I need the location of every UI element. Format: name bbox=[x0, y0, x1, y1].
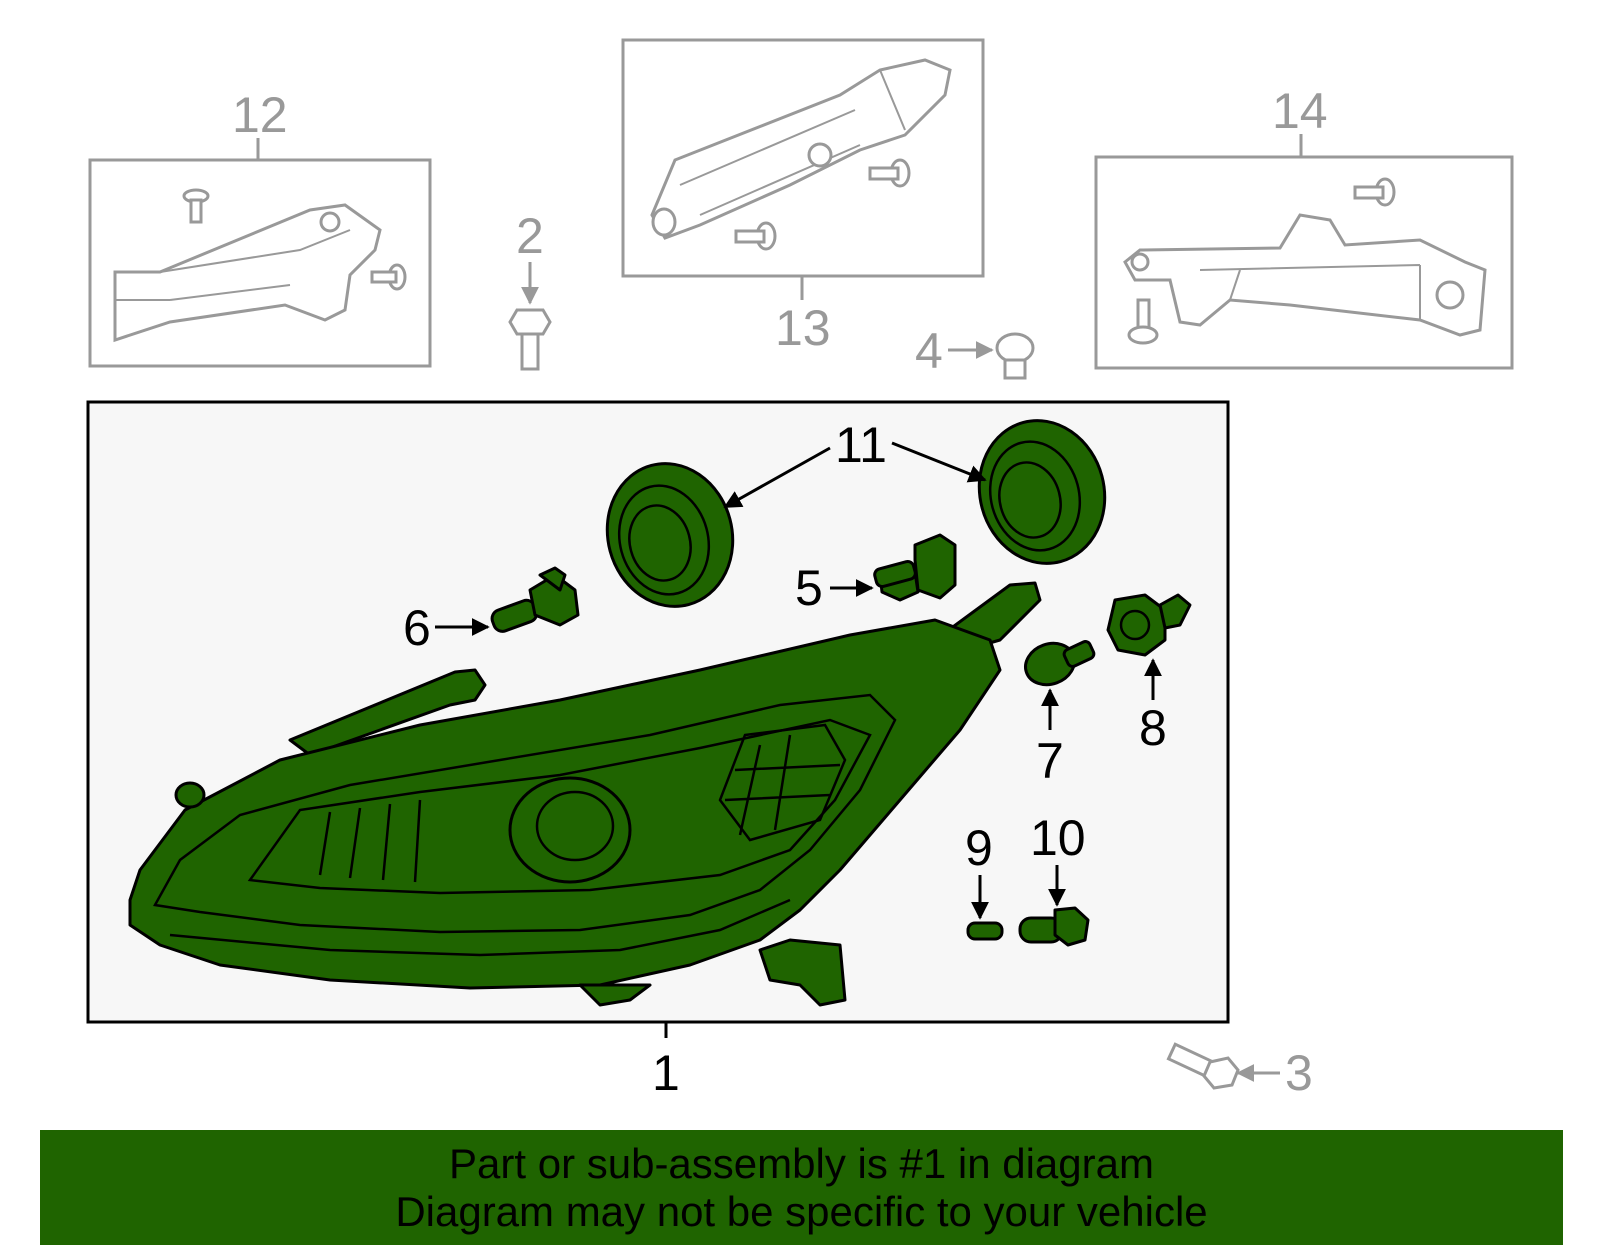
bolt-2-icon bbox=[508, 308, 552, 371]
screw-12a-icon bbox=[182, 188, 210, 224]
bulb-7-icon bbox=[1024, 640, 1096, 687]
projector-lens bbox=[508, 776, 632, 884]
callout-10-label: 10 bbox=[1030, 810, 1086, 866]
bracket-12-group: 12 bbox=[88, 87, 432, 368]
footer-line-2: Diagram may not be specific to your vehi… bbox=[395, 1188, 1208, 1235]
bracket-13-part bbox=[650, 58, 952, 240]
callout-9-label: 9 bbox=[965, 820, 993, 876]
screw-13a-icon bbox=[868, 158, 911, 188]
callout-11-label: 11 bbox=[835, 417, 887, 473]
footer-banner: Part or sub-assembly is #1 in diagram Di… bbox=[40, 1130, 1563, 1245]
bolt-3-icon bbox=[1166, 1042, 1240, 1090]
headlamp-bottom-brackets bbox=[578, 938, 847, 1007]
bracket-12-hole bbox=[319, 211, 341, 233]
projector-lens-inner bbox=[535, 790, 615, 862]
clip-4-icon bbox=[995, 332, 1035, 380]
headlamp-inner-bezel bbox=[247, 718, 872, 895]
clip-4-group: 4 bbox=[915, 323, 1035, 380]
bracket-14-part bbox=[1123, 213, 1487, 337]
bracket-13-rib bbox=[679, 69, 906, 216]
bracket-12-frame bbox=[88, 158, 432, 368]
callout-14-label: 14 bbox=[1272, 83, 1328, 139]
bulb-5-icon bbox=[873, 533, 957, 602]
callout-2-label: 2 bbox=[516, 208, 544, 264]
callout-6-label: 6 bbox=[403, 600, 431, 656]
callout-11b-arrow bbox=[891, 441, 987, 483]
bracket-13-hole bbox=[807, 142, 833, 168]
callout-3-label: 3 bbox=[1285, 1045, 1313, 1101]
headlamp-assembly-part bbox=[128, 581, 1042, 1007]
callout-11a-arrow bbox=[723, 446, 831, 509]
bolt-2-group: 2 bbox=[508, 208, 552, 371]
callout-7-label: 7 bbox=[1036, 733, 1064, 789]
bracket-12-rib bbox=[115, 229, 351, 301]
screw-12b-icon bbox=[370, 263, 407, 291]
footer-line-1: Part or sub-assembly is #1 in diagram bbox=[449, 1140, 1154, 1187]
callout-1-label: 1 bbox=[652, 1045, 680, 1101]
bulb-6-icon bbox=[490, 566, 580, 633]
bracket-12-part bbox=[113, 203, 382, 343]
bracket-14-frame bbox=[1094, 155, 1514, 370]
callout-12-label: 12 bbox=[232, 87, 288, 143]
bolt-3-group: 3 bbox=[1166, 1042, 1313, 1101]
socket-8-icon bbox=[1106, 593, 1192, 657]
bracket-13-group: 13 bbox=[621, 38, 985, 356]
bracket-14-hole-b bbox=[1435, 280, 1465, 310]
bracket-14-group: 14 bbox=[1094, 83, 1514, 370]
socket-10-icon bbox=[1018, 906, 1090, 947]
seal-11a-icon bbox=[605, 462, 735, 608]
turn-signal-grid bbox=[718, 723, 847, 842]
reflector-ribs bbox=[318, 799, 422, 883]
headlamp-left-ear bbox=[174, 781, 206, 809]
callout-13-label: 13 bbox=[775, 300, 831, 356]
screw-13b-icon bbox=[734, 221, 777, 251]
bracket-14-rib bbox=[1199, 264, 1421, 320]
headlamp-bezel bbox=[153, 693, 897, 934]
screw-14a-icon bbox=[1353, 177, 1396, 207]
callout-4-label: 4 bbox=[915, 323, 943, 379]
callout-8-label: 8 bbox=[1139, 700, 1167, 756]
callout-5-label: 5 bbox=[795, 560, 823, 616]
bracket-13-boss bbox=[651, 207, 677, 237]
screw-14b-icon bbox=[1127, 298, 1159, 345]
seal-11b-icon bbox=[977, 419, 1107, 565]
headlamp-lower-trim bbox=[169, 898, 791, 957]
bulb-9-icon bbox=[966, 921, 1004, 941]
bracket-14-hole-a bbox=[1130, 252, 1150, 272]
